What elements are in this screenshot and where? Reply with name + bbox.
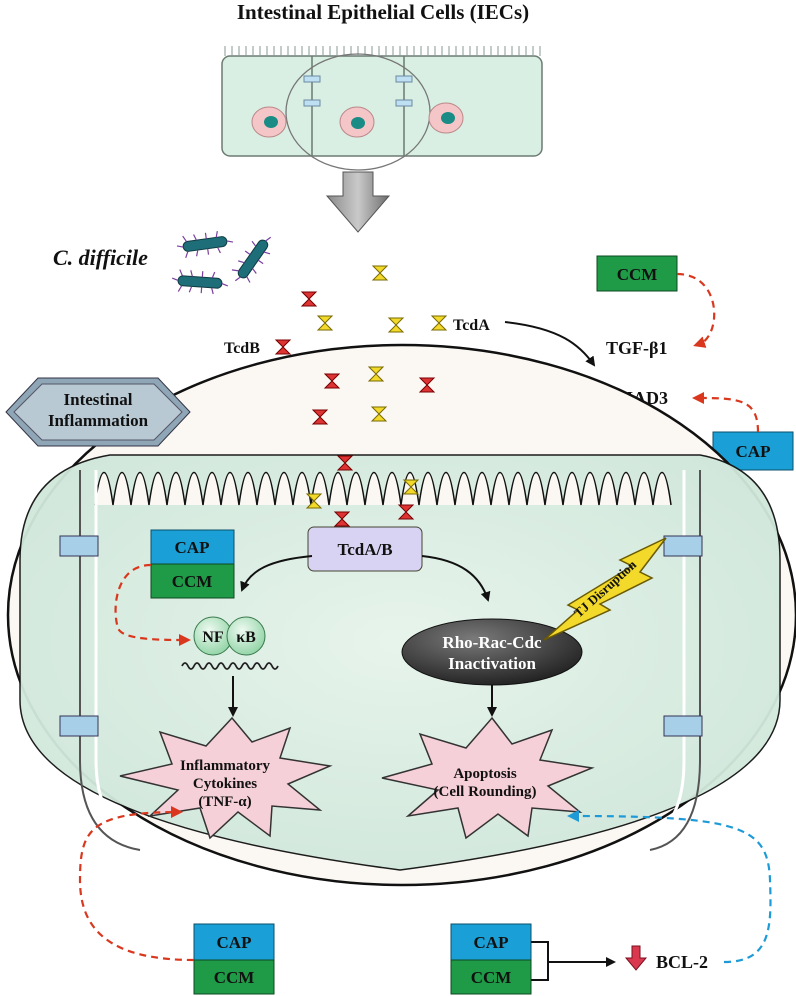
svg-text:(TNF-α): (TNF-α) (198, 794, 251, 810)
cap-ccm-box-bottom-right: CAP CCM (450, 923, 532, 995)
decrease-arrow-icon (624, 945, 648, 971)
svg-text:CCM: CCM (471, 968, 512, 987)
organism-label: C. difficile (53, 245, 148, 270)
ccm-box-top: CCM (596, 255, 678, 292)
svg-text:CCM: CCM (214, 968, 255, 987)
svg-text:CAP: CAP (736, 442, 771, 461)
cap-ccm-to-cytokines-arrow (78, 806, 195, 962)
svg-text:CCM: CCM (172, 572, 213, 591)
svg-text:Inactivation: Inactivation (448, 654, 536, 673)
bacteria-icon (171, 231, 272, 295)
epithelial-cells-illustration (221, 46, 543, 171)
nfkb-complex: NF κB (181, 616, 279, 670)
svg-text:Inflammatory: Inflammatory (180, 758, 270, 774)
svg-text:Apoptosis: Apoptosis (453, 766, 517, 782)
cap-ccm-box-middle: CAP CCM (150, 529, 235, 599)
tcda-to-tgf-arrow (504, 321, 596, 367)
page-title: Intestinal Epithelial Cells (IECs) (237, 0, 529, 24)
toxin-particles-inside (305, 366, 436, 527)
tcdab-box: TcdA/B (307, 526, 423, 572)
svg-text:NF: NF (202, 629, 224, 646)
cap-ccm-to-nfkb-arrow (114, 563, 191, 646)
toxin-particles (274, 265, 448, 355)
svg-text:Inflammation: Inflammation (48, 411, 149, 430)
rho-rac-cdc-node: Rho-Rac-Cdc Inactivation (401, 618, 583, 686)
svg-text:CAP: CAP (175, 538, 210, 557)
cap-to-smad-arrow (692, 392, 760, 433)
svg-text:Rho-Rac-Cdc: Rho-Rac-Cdc (442, 633, 542, 652)
svg-text:CAP: CAP (474, 933, 509, 952)
svg-text:Cytokines: Cytokines (193, 776, 257, 792)
svg-text:CAP: CAP (217, 933, 252, 952)
tcda-label: TcdA (453, 317, 490, 334)
tcdab-to-rho-arrow (421, 555, 491, 602)
svg-text:CCM: CCM (617, 265, 658, 284)
cap-ccm-box-bottom-left: CAP CCM (193, 923, 275, 995)
apoptosis-burst: Apoptosis (Cell Rounding) (381, 716, 595, 840)
tcdab-to-nfkb-arrow (240, 555, 313, 592)
bcl-to-apoptosis-arrow (567, 810, 772, 964)
svg-text:TcdA/B: TcdA/B (337, 540, 392, 559)
down-arrow-icon (325, 171, 391, 233)
tcdb-label: TcdB (224, 340, 260, 357)
tgf-label: TGF-β1 (606, 338, 667, 358)
svg-text:(Cell Rounding): (Cell Rounding) (434, 784, 537, 800)
bcl-label: BCL-2 (656, 952, 708, 972)
svg-text:κB: κB (236, 629, 256, 646)
svg-text:Intestinal: Intestinal (64, 390, 133, 409)
intestinal-inflammation-badge: Intestinal Inflammation (5, 377, 191, 447)
ccm-to-tgf-arrow (676, 272, 716, 348)
